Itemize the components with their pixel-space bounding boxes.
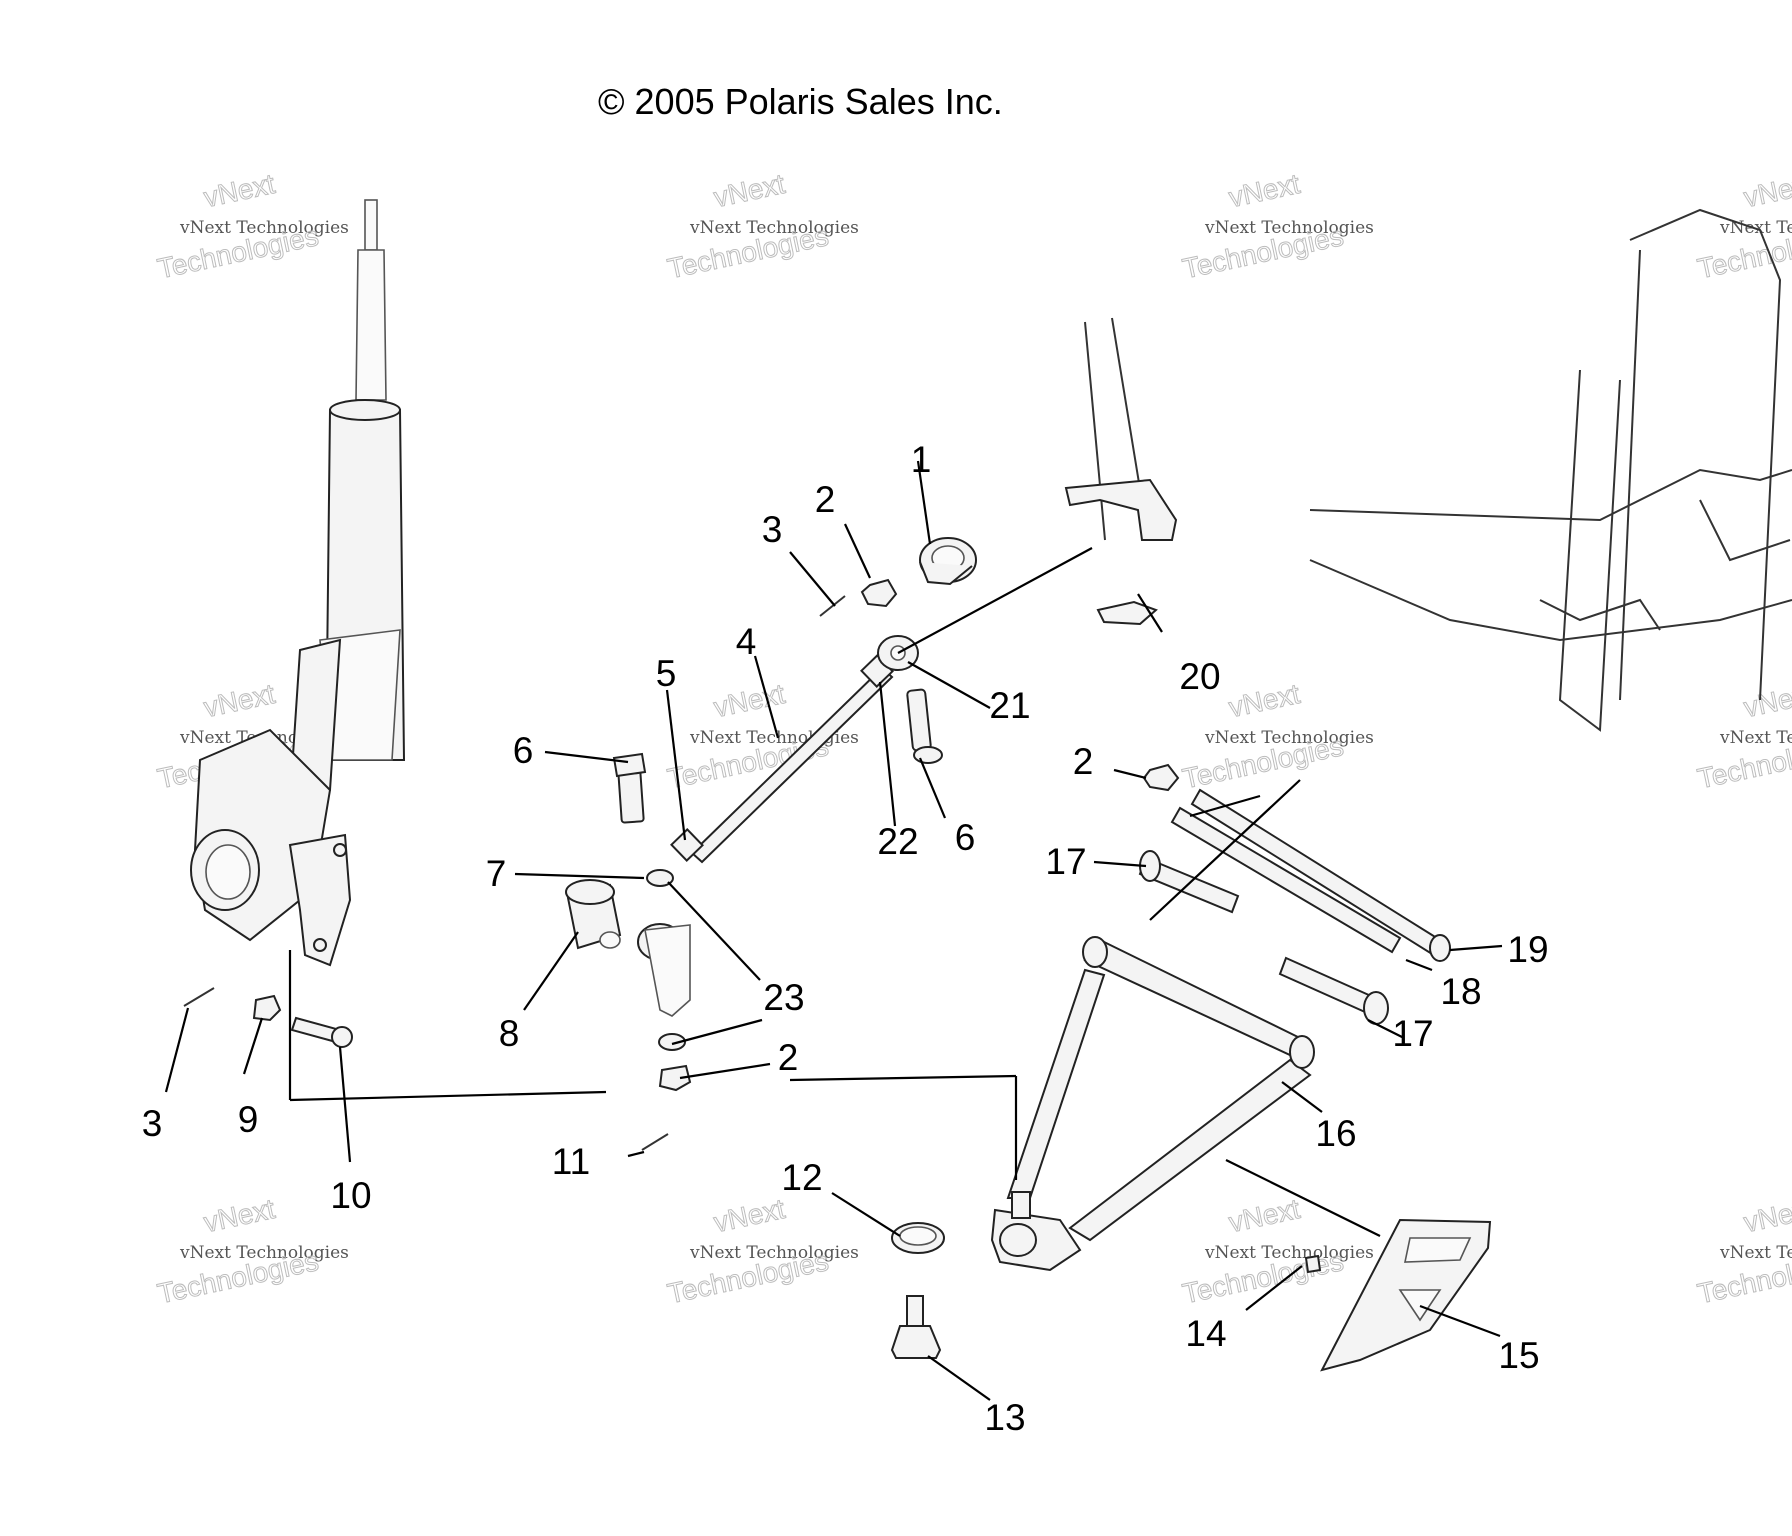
watermark-text: vNext xyxy=(201,678,278,723)
watermark-text: vNext xyxy=(1741,1193,1792,1238)
callout-17: 17 xyxy=(1392,1013,1433,1054)
a-arm-drawing xyxy=(990,936,1315,1272)
callout-1: 1 xyxy=(911,439,932,480)
watermark-text: vNext Technologies xyxy=(689,1243,859,1263)
callout-7: 7 xyxy=(486,853,507,894)
watermark-text: vNext xyxy=(711,168,788,213)
watermark-text: vNext xyxy=(201,168,278,213)
watermark-text: vNext xyxy=(711,1193,788,1238)
callout-10: 10 xyxy=(330,1175,371,1216)
watermark-text: vNext xyxy=(711,678,788,723)
watermark-text: vNext Technologies xyxy=(689,218,859,238)
callout-3: 3 xyxy=(142,1103,163,1144)
callout-9: 9 xyxy=(238,1099,259,1140)
callout-labels: 1 2 3 4 5 6 7 2 6 20 21 22 8 23 2 3 9 10… xyxy=(142,439,1549,1438)
strut-assembly-drawing xyxy=(190,199,406,967)
callout-17: 17 xyxy=(1045,841,1086,882)
callout-5: 5 xyxy=(656,653,677,694)
watermark-text: vNext Technologies xyxy=(1719,728,1792,748)
callout-19: 19 xyxy=(1507,929,1548,970)
hardware-drawing xyxy=(183,537,1322,1359)
frame-drawing xyxy=(1064,208,1792,732)
callout-4: 4 xyxy=(736,621,757,662)
skid-guard-drawing xyxy=(1320,1218,1492,1372)
copyright-text: © 2005 Polaris Sales Inc. xyxy=(598,81,1003,122)
watermark-text: vNext Technologies xyxy=(1204,728,1374,748)
callout-13: 13 xyxy=(984,1397,1025,1438)
callout-11: 11 xyxy=(552,1141,590,1182)
callout-15: 15 xyxy=(1498,1335,1539,1376)
watermark-text: vNext xyxy=(1226,678,1303,723)
callout-21: 21 xyxy=(989,685,1030,726)
watermark-text: vNext xyxy=(1226,1193,1303,1238)
callout-18: 18 xyxy=(1440,971,1481,1012)
callout-12: 12 xyxy=(781,1157,822,1198)
callout-3: 3 xyxy=(762,509,783,550)
watermark-text: vNext xyxy=(1226,168,1303,213)
callout-2: 2 xyxy=(1073,741,1094,782)
callout-6: 6 xyxy=(513,730,534,771)
watermark-text: vNext Technologies xyxy=(179,218,349,238)
watermark-text: vNext Technologies xyxy=(179,1243,349,1263)
watermark-text: vNext Technologies xyxy=(1204,1243,1374,1263)
callout-14: 14 xyxy=(1185,1313,1226,1354)
callout-20: 20 xyxy=(1179,656,1220,697)
callout-8: 8 xyxy=(499,1013,520,1054)
watermark-text: vNext xyxy=(1741,168,1792,213)
callout-23: 23 xyxy=(763,977,804,1018)
watermark-text: vNext xyxy=(201,1193,278,1238)
callout-2: 2 xyxy=(778,1037,799,1078)
callout-22: 22 xyxy=(877,821,918,862)
callout-16: 16 xyxy=(1315,1113,1356,1154)
watermark-text: vNext Technologies xyxy=(1204,218,1374,238)
callout-6: 6 xyxy=(955,817,976,858)
watermark-text: vNext xyxy=(1741,678,1792,723)
pivot-tubes-drawing xyxy=(1138,788,1451,1025)
leader-lines xyxy=(164,460,1503,1401)
callout-2: 2 xyxy=(815,479,836,520)
watermark-text: vNext Technologies xyxy=(1719,1243,1792,1263)
